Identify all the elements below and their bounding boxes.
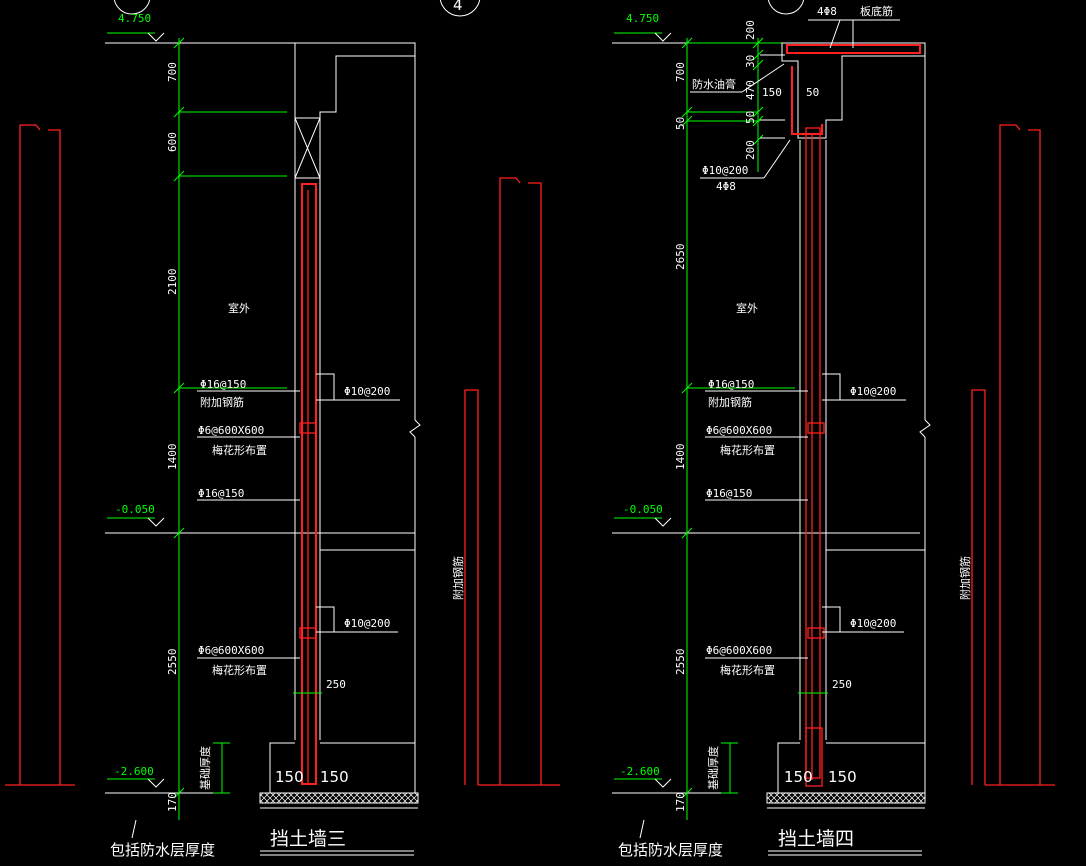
- dim-1400: 1400: [166, 444, 179, 471]
- w4-foot-right: 150: [828, 768, 857, 786]
- w4-foot-left: 150: [784, 768, 813, 786]
- w3-dim-250: 250: [326, 678, 346, 691]
- w3-foot-right: 150: [320, 768, 349, 786]
- w4-side-label: 附加钢筋: [958, 556, 972, 600]
- base-hatch: [259, 792, 419, 804]
- w3-added-bar: 附加钢筋: [200, 395, 244, 409]
- w4-tie: Φ6@600X600: [706, 424, 772, 437]
- w4-dim-2650: 2650: [674, 244, 687, 271]
- dim-170: 170: [166, 792, 179, 812]
- w4-top-dim-200b: 200: [744, 140, 757, 160]
- w4-dim-170: 170: [674, 792, 687, 812]
- w4-waterstop: 防水油膏: [692, 77, 736, 91]
- w3-side-label: 附加钢筋: [451, 556, 465, 600]
- grid-bubble-right: [767, 0, 805, 15]
- w4-dim-250: 250: [832, 678, 852, 691]
- w4-outdoor: 室外: [736, 301, 758, 315]
- elevation-ground-label: -0.050: [115, 503, 155, 516]
- w3-upper-rebar: Φ16@150: [200, 378, 246, 391]
- w3-quincunx: 梅花形布置: [212, 443, 267, 457]
- dim-700: 700: [166, 62, 179, 82]
- w3-horiz-lower: Φ10@200: [344, 617, 390, 630]
- w4-wp-note: 包括防水层厚度: [618, 841, 723, 859]
- w4-elevation-top: 4.750: [626, 12, 659, 25]
- w3-horiz: Φ10@200: [344, 385, 390, 398]
- w4-lower-rebar: Φ16@150: [706, 487, 752, 500]
- grid-bubble-4-label: 4: [453, 0, 463, 14]
- w3-soil-thk: 基础厚度: [198, 746, 212, 790]
- w4-horiz-lower: Φ10@200: [850, 617, 896, 630]
- w4-bar-4phi8: 4Φ8: [716, 180, 736, 193]
- grid-bubble-4: [439, 0, 481, 17]
- dim-2550: 2550: [166, 649, 179, 676]
- elevation-bottom-label: -2.600: [114, 765, 154, 778]
- w4-elevation-ground: -0.050: [623, 503, 663, 516]
- w4-top-dim-470: 470: [744, 80, 757, 100]
- w4-quincunx-lower: 梅花形布置: [720, 663, 775, 677]
- w4-tie-lower: Φ6@600X600: [706, 644, 772, 657]
- w3-outdoor: 室外: [228, 301, 250, 315]
- w4-top-dim-30: 30: [744, 55, 757, 68]
- w4-bar-4phi8-top: 4Φ8: [817, 5, 837, 18]
- w4-dim-700: 700: [674, 62, 687, 82]
- w4-dim-50: 50: [674, 117, 687, 130]
- w3-lower-rebar: Φ16@150: [198, 487, 244, 500]
- w4-title: 挡土墙四: [778, 828, 854, 850]
- dim-2100: 2100: [166, 269, 179, 296]
- wall-3-section: 4 4.750 -0.050 -2.600 700 600 2100 1400: [5, 0, 560, 859]
- w3-tie: Φ6@600X600: [198, 424, 264, 437]
- w4-stirrup: Φ10@200: [702, 164, 748, 177]
- wall-4-section: 4.750 -0.050 -2.600 700 50 2650 1400 255…: [612, 0, 1055, 859]
- w4-top-dim-50: 50: [744, 111, 757, 124]
- w3-foot-left: 150: [275, 768, 304, 786]
- w4-slab-bar: 板底筋: [860, 4, 893, 18]
- w4-added-bar: 附加钢筋: [708, 395, 752, 409]
- grid-bubble-left: [113, 0, 151, 15]
- w3-quincunx-lower: 梅花形布置: [212, 663, 267, 677]
- dim-600: 600: [166, 132, 179, 152]
- w4-horiz: Φ10@200: [850, 385, 896, 398]
- elevation-top-label: 4.750: [118, 12, 151, 25]
- w3-wp-note: 包括防水层厚度: [110, 841, 215, 859]
- w4-elevation-bottom: -2.600: [620, 765, 660, 778]
- w3-tie-lower: Φ6@600X600: [198, 644, 264, 657]
- w3-title: 挡土墙三: [270, 828, 346, 850]
- w4-top-dim-200: 200: [744, 20, 757, 40]
- w4-dim-1400: 1400: [674, 444, 687, 471]
- w4-dim-150: 150: [762, 86, 782, 99]
- w4-dim-50-right: 50: [806, 86, 819, 99]
- w4-dim-2550: 2550: [674, 649, 687, 676]
- w4-soil-thk: 基础厚度: [706, 746, 720, 790]
- w4-upper-rebar: Φ16@150: [708, 378, 754, 391]
- w4-quincunx: 梅花形布置: [720, 443, 775, 457]
